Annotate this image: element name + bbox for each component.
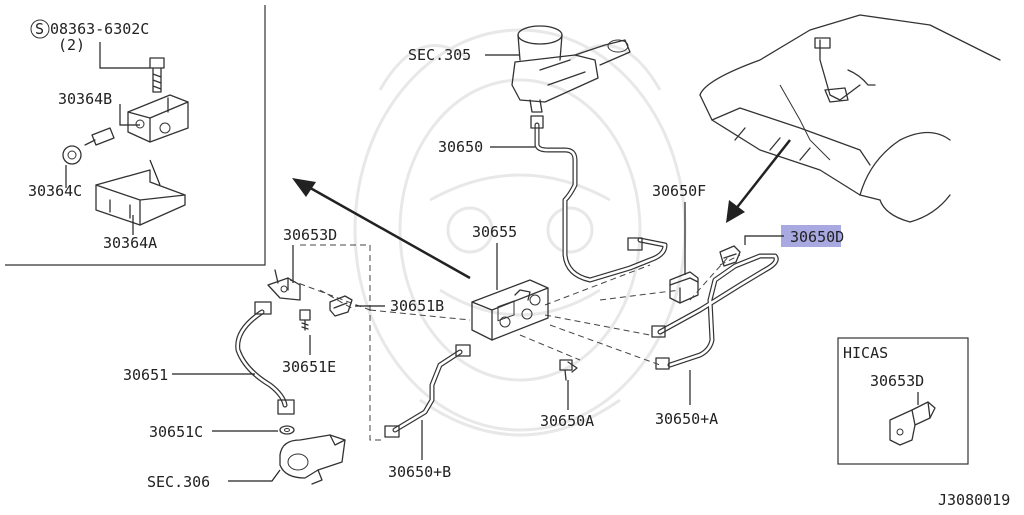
label-sec306: SEC.306 <box>147 473 210 491</box>
leader-sec306 <box>228 469 281 482</box>
hose-30651 <box>235 301 295 415</box>
label-30651e: 30651E <box>282 358 336 376</box>
inset-frame <box>5 5 266 266</box>
label-30651b: 30651B <box>390 297 444 315</box>
bolt-part <box>149 57 165 93</box>
vehicle-outline <box>699 14 1001 223</box>
bolt-30651e <box>299 309 311 331</box>
label-30655: 30655 <box>472 223 517 241</box>
screw-symbol: S <box>35 20 44 38</box>
leader-30650d <box>744 235 784 245</box>
arrow-to-inset <box>292 178 471 280</box>
bolt-spec-label: S 08363-6302C (2) <box>30 19 149 54</box>
highlight-30650d <box>781 225 841 247</box>
pipe-30650-a <box>651 253 779 370</box>
label-bolt-spec: 08363-6302C <box>50 20 149 38</box>
leader-30364b <box>119 104 140 126</box>
pipe-30650-b <box>384 344 471 438</box>
bracket-30653d <box>267 269 301 301</box>
label-30364a: 30364A <box>103 234 157 252</box>
label-hicas-30653d: 30653D <box>870 372 924 390</box>
diagram-code: J3080019 <box>938 491 1010 509</box>
label-30651: 30651 <box>123 366 168 384</box>
master-cylinder <box>511 25 631 113</box>
label-30651c: 30651C <box>149 423 203 441</box>
leader-30364a-pin <box>149 159 161 186</box>
slave-cylinder <box>279 434 346 485</box>
label-30650a: 30650A <box>540 412 594 430</box>
bracket-30364a <box>95 169 186 226</box>
bracket-30364b <box>127 94 189 143</box>
label-30650d: 30650D <box>790 228 844 246</box>
label-30650-b: 30650+B <box>388 463 451 481</box>
label-30364c: 30364C <box>28 182 82 200</box>
hicas-bracket <box>889 401 936 446</box>
washer-30651c <box>279 425 295 435</box>
hicas-inset-frame <box>837 337 969 465</box>
nut-30364c <box>62 127 115 165</box>
label-30364b: 30364B <box>58 90 112 108</box>
label-sec305: SEC.305 <box>408 46 471 64</box>
bolt-30650a <box>559 359 578 381</box>
label-30650: 30650 <box>438 138 483 156</box>
watermark-emblem <box>353 28 687 437</box>
label-bolt-qty: (2) <box>58 36 85 54</box>
dashed-guides <box>289 244 741 441</box>
damper-30655 <box>471 279 549 341</box>
clip-30651b <box>329 295 353 317</box>
label-hicas: HICAS <box>843 344 888 362</box>
pipe-30650 <box>530 115 668 283</box>
label-30650-a: 30650+A <box>655 410 718 428</box>
leader-bolt <box>99 42 150 69</box>
label-30650f: 30650F <box>652 182 706 200</box>
label-30653d: 30653D <box>283 226 337 244</box>
arrow-to-clutch-line <box>726 139 791 223</box>
